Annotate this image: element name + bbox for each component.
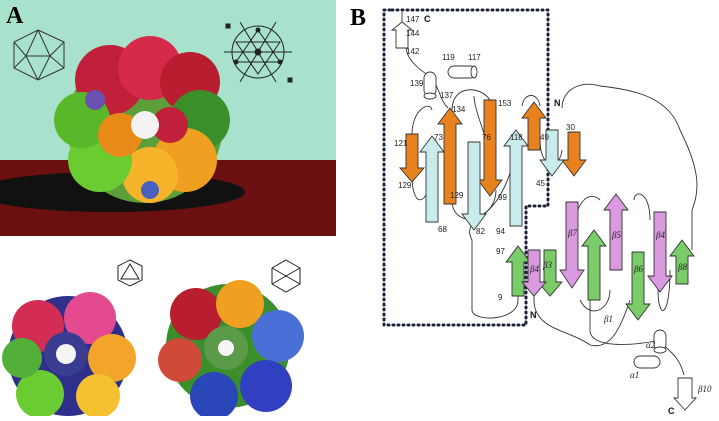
label-beta4-small: β4 xyxy=(529,264,539,274)
label-147: 147 xyxy=(406,15,420,24)
strand-labels: β4 β3 β7 β1 β5 β6 β4 β8 β10 xyxy=(529,228,712,394)
label-82: 82 xyxy=(476,227,485,236)
strand-b3 xyxy=(537,249,563,297)
symmetry-axes-diagram-icon xyxy=(224,21,293,83)
icosahedron-sketch-icon xyxy=(13,29,65,81)
strand-b4-small xyxy=(521,249,547,297)
strand-121-129 xyxy=(399,133,425,183)
beta-strands xyxy=(399,99,695,321)
label-129b: 129 xyxy=(450,191,464,200)
residue-labels: 147 C 144 142 119 117 139 137 134 153 N … xyxy=(394,14,675,416)
label-beta4: β4 xyxy=(655,230,665,240)
strand-76-99 xyxy=(477,99,503,197)
label-144: 144 xyxy=(406,29,420,38)
panel-label-a: A xyxy=(6,3,24,29)
label-beta3: β3 xyxy=(542,260,552,270)
cage-subunits xyxy=(54,36,230,203)
strand-134-73 xyxy=(437,107,463,205)
label-beta1: β1 xyxy=(603,314,613,324)
strand-b7 xyxy=(559,201,585,289)
helices xyxy=(423,65,667,369)
label-30: 30 xyxy=(566,123,575,132)
topology-diagram: 147 C 144 142 119 117 139 137 134 153 N … xyxy=(382,8,712,416)
label-alpha2: α2 xyxy=(646,340,656,350)
strand-b1 xyxy=(581,229,607,301)
strand-68-73 xyxy=(419,135,445,223)
label-129: 129 xyxy=(398,181,412,190)
label-c-bottom: C xyxy=(668,406,675,416)
label-45: 45 xyxy=(536,179,545,188)
label-94: 94 xyxy=(496,227,505,236)
label-119: 119 xyxy=(442,53,455,62)
label-76: 76 xyxy=(482,133,491,142)
panel-b-topology: 147 C 144 142 119 117 139 137 134 153 N … xyxy=(340,0,719,416)
strand-30 xyxy=(561,131,587,177)
label-49: 49 xyxy=(540,133,549,142)
c-terminus-arrow-bottom xyxy=(672,377,698,411)
panel-a-render: A xyxy=(0,0,336,236)
label-139: 139 xyxy=(410,79,424,88)
label-99: 99 xyxy=(498,193,507,202)
icosahedron-2fold-icon xyxy=(271,259,301,293)
strand-30-cyan xyxy=(539,129,565,177)
label-beta7: β7 xyxy=(567,228,577,238)
label-c-top: C xyxy=(424,14,431,24)
label-n-mid: N xyxy=(554,98,561,108)
protein-cage-render xyxy=(0,0,336,236)
panel-label-b: B xyxy=(350,5,367,31)
label-68: 68 xyxy=(438,225,447,234)
c-terminus-arrow-top xyxy=(390,21,414,49)
label-153: 153 xyxy=(498,99,512,108)
domain-boundary xyxy=(382,8,550,327)
label-142: 142 xyxy=(406,47,420,56)
label-beta6: β6 xyxy=(633,264,643,274)
label-9: 9 xyxy=(498,293,503,302)
label-121: 121 xyxy=(394,139,408,148)
helix-a1 xyxy=(633,355,661,369)
label-73: 73 xyxy=(434,133,443,142)
label-117: 117 xyxy=(468,53,481,62)
strand-45-49 xyxy=(521,101,547,151)
icosahedron-3fold-icon xyxy=(117,259,143,287)
cage-view-2fold xyxy=(158,280,304,420)
cage-view-3fold xyxy=(2,292,136,418)
strand-b8 xyxy=(669,239,695,285)
strand-b5 xyxy=(603,193,629,271)
label-118: 118 xyxy=(510,133,523,142)
strand-b6 xyxy=(625,251,651,321)
protein-cage-views xyxy=(2,259,304,420)
panel-a-views xyxy=(0,248,336,420)
label-beta5: β5 xyxy=(611,230,621,240)
strand-94-118 xyxy=(503,129,529,227)
label-97: 97 xyxy=(496,247,505,256)
label-beta10: β10 xyxy=(697,384,712,394)
label-beta8: β8 xyxy=(677,262,687,272)
label-137: 137 xyxy=(440,91,454,100)
strand-82 xyxy=(461,141,487,231)
label-134: 134 xyxy=(452,105,466,114)
label-alpha1: α1 xyxy=(630,370,639,380)
label-n-bottom: N xyxy=(530,310,537,320)
strand-b4 xyxy=(647,211,673,293)
